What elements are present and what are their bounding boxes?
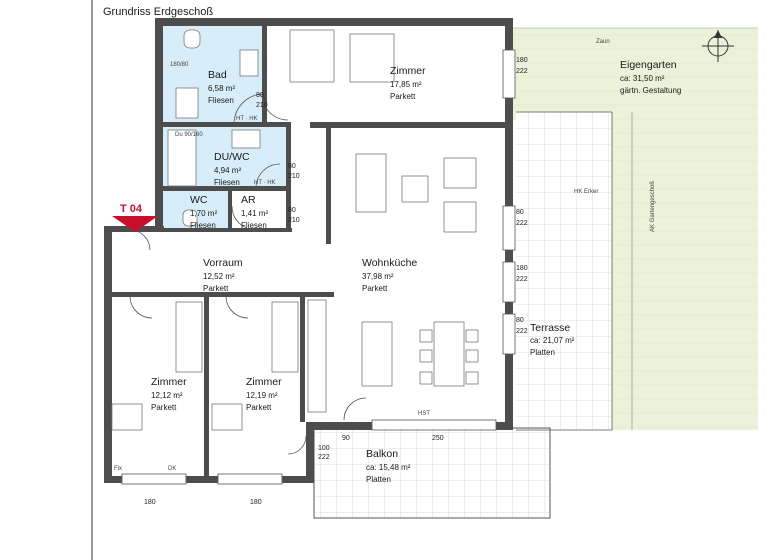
svg-text:180: 180 bbox=[250, 499, 262, 506]
room-area: 17,85 m² bbox=[390, 80, 422, 89]
svg-text:250: 250 bbox=[432, 435, 444, 442]
room-name: AR bbox=[241, 194, 256, 206]
garden-area bbox=[512, 28, 758, 120]
room-area: 12,12 m² bbox=[151, 391, 183, 400]
fence-label: Zaun bbox=[596, 39, 610, 45]
heater-label: HT · HK bbox=[236, 116, 258, 122]
bay-heater-label: HK Erker bbox=[574, 189, 598, 195]
svg-text:210: 210 bbox=[256, 102, 268, 109]
room-ar: AR 1,41 m² Fliesen bbox=[241, 194, 268, 230]
svg-text:222: 222 bbox=[516, 220, 528, 227]
room-name: Zimmer bbox=[390, 65, 426, 77]
annotations: Zaun HT · HK HT · HK HK Erker AK Garteng… bbox=[114, 39, 656, 472]
garden-area-side bbox=[612, 112, 758, 430]
fixed-window-label: Fix bbox=[114, 466, 122, 472]
svg-text:180: 180 bbox=[516, 57, 528, 64]
svg-text:80: 80 bbox=[288, 207, 296, 214]
bathtub-size: 180/80 bbox=[170, 62, 189, 68]
sliding-door-label: HST bbox=[418, 411, 430, 417]
svg-text:222: 222 bbox=[318, 454, 330, 461]
room-area: 12,19 m² bbox=[246, 391, 278, 400]
unit-tag: T 04 bbox=[120, 203, 143, 215]
room-name: Eigengarten bbox=[620, 59, 677, 71]
room-wohnkueche: Wohnküche 37,98 m² Parkett bbox=[362, 257, 417, 293]
room-name: DU/WC bbox=[214, 151, 250, 163]
room-floor: Fliesen bbox=[190, 221, 216, 230]
entrance-marker bbox=[112, 216, 158, 232]
north-arrow bbox=[702, 30, 734, 62]
svg-text:222: 222 bbox=[516, 328, 528, 335]
room-area: ca: 21,07 m² bbox=[530, 336, 575, 345]
room-floor: Fliesen bbox=[208, 96, 234, 105]
svg-text:80: 80 bbox=[256, 92, 264, 99]
room-balkon: Balkon ca: 15,48 m² Platten bbox=[366, 448, 411, 484]
balcony-area bbox=[313, 427, 551, 519]
terrace-area bbox=[516, 112, 612, 430]
svg-text:222: 222 bbox=[516, 68, 528, 75]
room-eigengarten: Eigengarten ca: 31,50 m² gärtn. Gestaltu… bbox=[620, 59, 681, 95]
room-area: 37,98 m² bbox=[362, 272, 394, 281]
svg-text:80: 80 bbox=[288, 163, 296, 170]
room-name: Terrasse bbox=[530, 322, 570, 334]
furniture bbox=[111, 29, 479, 431]
svg-text:90: 90 bbox=[342, 435, 350, 442]
room-name: Zimmer bbox=[151, 376, 187, 388]
room-terrasse: Terrasse ca: 21,07 m² Platten bbox=[530, 322, 575, 357]
room-floor: Platten bbox=[366, 475, 391, 484]
heater-label-2: HT · HK bbox=[254, 180, 276, 186]
tilt-turn-label: DK bbox=[168, 466, 176, 472]
room-name: Wohnküche bbox=[362, 257, 417, 269]
room-area: ca: 31,50 m² bbox=[620, 74, 665, 83]
room-zimmer-top: Zimmer 17,85 m² Parkett bbox=[390, 65, 426, 101]
svg-text:210: 210 bbox=[288, 217, 300, 224]
room-area: 4,94 m² bbox=[214, 166, 241, 175]
room-name: Vorraum bbox=[203, 257, 243, 269]
room-floor: Parkett bbox=[362, 284, 388, 293]
interior-walls bbox=[112, 26, 506, 478]
room-wc: WC 1,70 m² Fliesen bbox=[190, 194, 217, 230]
room-floor: Parkett bbox=[246, 403, 272, 412]
svg-text:222: 222 bbox=[516, 276, 528, 283]
room-name: Bad bbox=[208, 69, 227, 81]
garden-level-label: AK Gartengeschoß bbox=[650, 181, 656, 232]
room-vorraum: Vorraum 12,52 m² Parkett bbox=[203, 257, 243, 293]
shower-size: Du 90/160 bbox=[175, 132, 203, 138]
room-name: WC bbox=[190, 194, 208, 206]
plan-title: Grundriss Erdgeschoß bbox=[103, 6, 213, 18]
room-area: 6,58 m² bbox=[208, 84, 235, 93]
room-floor: Fliesen bbox=[214, 178, 240, 187]
room-floor: Platten bbox=[530, 348, 555, 357]
dimension-labels: 80 210 80 210 80 210 180 222 80 222 180 … bbox=[144, 57, 528, 506]
room-floor: Parkett bbox=[151, 403, 177, 412]
room-name: Balkon bbox=[366, 448, 398, 460]
room-floor: Parkett bbox=[203, 284, 229, 293]
room-zimmer-mid: Zimmer 12,19 m² Parkett bbox=[246, 376, 282, 412]
svg-text:180: 180 bbox=[516, 265, 528, 272]
room-floor: Parkett bbox=[390, 92, 416, 101]
svg-text:80: 80 bbox=[516, 209, 524, 216]
svg-text:100: 100 bbox=[318, 445, 330, 452]
room-floor: gärtn. Gestaltung bbox=[620, 86, 681, 95]
room-zimmer-left: Zimmer 12,12 m² Parkett bbox=[151, 376, 187, 412]
room-bad: Bad 6,58 m² Fliesen bbox=[208, 69, 235, 105]
room-area: 1,41 m² bbox=[241, 209, 268, 218]
room-area: ca: 15,48 m² bbox=[366, 463, 411, 472]
svg-text:80: 80 bbox=[516, 317, 524, 324]
windows-right bbox=[121, 49, 516, 485]
svg-text:210: 210 bbox=[288, 173, 300, 180]
room-floor: Fliesen bbox=[241, 221, 267, 230]
room-name: Zimmer bbox=[246, 376, 282, 388]
svg-text:180: 180 bbox=[144, 499, 156, 506]
room-area: 12,52 m² bbox=[203, 272, 235, 281]
room-area: 1,70 m² bbox=[190, 209, 217, 218]
room-duwc: DU/WC 4,94 m² Fliesen bbox=[214, 151, 250, 187]
